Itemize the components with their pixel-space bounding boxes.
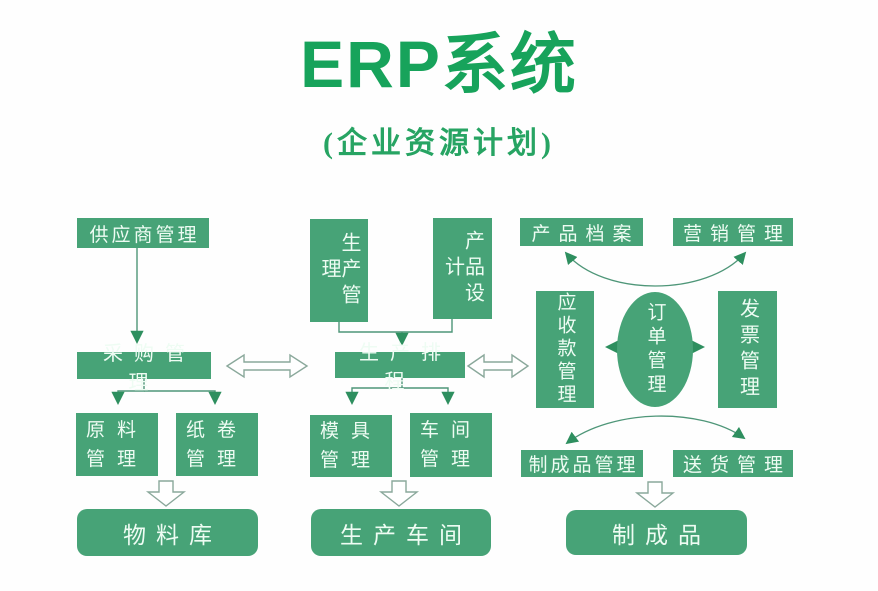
connector-production-design-merge <box>338 318 453 333</box>
paper-roll-management-box: 纸卷管理 <box>176 413 258 476</box>
hollow-arrow-to-production-workshop <box>378 480 420 507</box>
double-arrow-purchasing-scheduling <box>225 353 309 379</box>
supplier-management-box: 供应商管理 <box>77 218 209 248</box>
double-arrow-scheduling-receivables <box>466 353 530 379</box>
marketing-management-box: 营销管理 <box>673 218 793 246</box>
finished-goods-management-box: 制成品管理 <box>521 450 643 477</box>
purchasing-management-box: 采购管理 <box>77 343 211 394</box>
invoice-management-box: 发票管理 <box>718 291 777 408</box>
workshop-management-box: 车间管理 <box>410 413 492 477</box>
mold-management-box: 模具管理 <box>310 415 392 477</box>
finished-goods-box: 制成品 <box>566 510 747 555</box>
arrow-purchasing-to-raw-material <box>111 379 145 405</box>
arrow-purchasing-to-paper-roll <box>144 390 222 405</box>
raw-material-management-box: 原料管理 <box>76 413 158 476</box>
arrow-order-to-archive-and-marketing <box>564 251 747 287</box>
arrow-scheduling-to-mold <box>345 378 403 405</box>
order-management-ellipse: 订单管理 <box>617 292 693 407</box>
hollow-arrow-to-material-warehouse <box>145 480 187 507</box>
arrow-order-to-finished-and-delivery <box>565 415 746 445</box>
receivables-management-box: 应收款管理 <box>536 291 594 408</box>
hollow-arrow-to-finished-goods <box>634 481 676 508</box>
product-design-box: 产品设计 <box>433 218 492 319</box>
production-workshop-box: 生产车间 <box>311 509 491 556</box>
page-subtitle: (企业资源计划) <box>323 127 555 160</box>
delivery-management-box: 送货管理 <box>673 450 793 477</box>
material-warehouse-box: 物料库 <box>77 509 258 556</box>
product-archive-box: 产品档案 <box>520 218 643 246</box>
production-scheduling-box: 生产排程 <box>335 342 465 393</box>
arrow-scheduling-to-workshop <box>402 387 455 405</box>
page-title: ERP系统 <box>300 27 578 101</box>
production-management-box: 生产管理 <box>310 219 368 322</box>
